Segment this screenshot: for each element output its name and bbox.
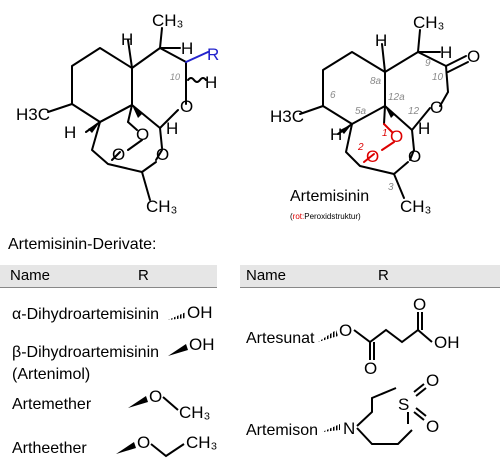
right-molecule-labels: CH₃ H H O O H3C H H O O O CH₃: [270, 13, 480, 216]
r-header: R: [378, 267, 389, 284]
oxygen-label: O: [426, 371, 439, 390]
derivative-name: Artesunat: [246, 330, 315, 347]
name-header: Name: [10, 267, 51, 284]
h-label: H: [166, 119, 178, 138]
h-label: H: [181, 39, 193, 58]
oxygen-label: O: [408, 147, 421, 166]
oxygen-label: O: [339, 321, 352, 340]
r-header: R: [138, 267, 149, 284]
methyl-label: H3C: [270, 107, 304, 126]
locant-label: 10: [432, 72, 444, 83]
ch3-label: CH₃: [400, 197, 431, 216]
h-label: H: [418, 119, 430, 138]
locant-label: 8a: [370, 76, 382, 87]
ch3-label: CH₃: [413, 13, 444, 32]
methyl-label: H3C: [16, 105, 50, 124]
h-label: H: [440, 43, 452, 62]
oxygen-label: O: [149, 387, 162, 406]
ch3-label: CH₃: [179, 403, 210, 422]
legend-red-word: rot:: [292, 212, 305, 221]
derivative-name: Artheether: [12, 440, 87, 457]
color-legend-note: (rot:Peroxidstruktur): [290, 212, 361, 221]
locant-label: 5a: [355, 106, 367, 117]
oxygen-label: O: [136, 125, 149, 144]
oxygen-label: O: [364, 359, 377, 378]
derivative-name: Artemison: [246, 422, 319, 439]
artesunate-labels: O O O OH: [339, 295, 460, 378]
oxygen-label: O: [112, 145, 125, 164]
locant-label: 6: [330, 90, 336, 101]
oxygen-label: O: [390, 127, 403, 146]
oxygen-label: O: [137, 433, 150, 452]
ch3-label: CH₃: [186, 433, 217, 452]
artemisone-group: [322, 383, 427, 445]
derivative-name: α-Dihydroartemisinin: [12, 306, 160, 323]
oxygen-label: O: [430, 98, 443, 117]
legend-text: Peroxidstruktur: [304, 212, 359, 221]
oxygen-label: O: [180, 97, 193, 116]
locant-label: 12a: [388, 92, 405, 103]
oh-label: OH: [434, 333, 460, 352]
h-label: H: [330, 125, 342, 144]
artemisone-labels: N S O O: [343, 371, 439, 438]
nitrogen-label: N: [343, 419, 355, 438]
locant-label: 2: [357, 142, 364, 153]
oh-label: OH: [189, 335, 215, 354]
h-label: H: [205, 73, 217, 92]
h-label: H: [375, 31, 387, 50]
name-header: Name: [246, 267, 287, 284]
oxygen-label: O: [426, 417, 439, 436]
right-molecule-locants: 9 8a 10 6 5a 12a 12 1 2 3: [330, 58, 444, 193]
ch3-label: CH₃: [146, 197, 177, 216]
locant-label: 9: [425, 58, 431, 69]
left-table-header: Name R: [0, 265, 217, 288]
derivative-name: β-Dihydroartemisinin: [12, 344, 160, 361]
h-label: H: [64, 123, 76, 142]
section-title: Artemisinin-Derivate:: [8, 236, 157, 253]
methoxy-group: O CH₃: [128, 387, 210, 422]
oxygen-label: O: [413, 295, 426, 314]
locant-label: 10: [170, 72, 180, 82]
derivative-name: Artemether: [12, 396, 92, 413]
oh-label: OH: [187, 303, 213, 322]
artesunate-group: [318, 312, 433, 360]
left-molecule-labels: H CH₃ H R 10 H O H3C H O O H O CH₃: [16, 11, 219, 216]
locant-label: 12: [408, 106, 420, 117]
derivative-alias: (Artenimol): [12, 366, 91, 383]
alpha-oh-group: OH: [168, 303, 213, 322]
molecule-name: Artemisinin: [290, 188, 370, 205]
sulfur-label: S: [398, 395, 409, 414]
ch3-label: CH₃: [152, 11, 183, 30]
beta-oh-group: OH: [168, 335, 215, 356]
h-label: H: [121, 30, 133, 49]
right-table-header: Name R: [240, 265, 500, 288]
r-group-label: R: [207, 45, 219, 64]
locant-label: 1: [382, 128, 388, 139]
ethoxy-group: O CH₃: [116, 433, 217, 458]
oxygen-label: O: [467, 47, 480, 66]
locant-label: 3: [388, 182, 394, 193]
oxygen-label: O: [366, 147, 379, 166]
oxygen-label: O: [156, 145, 169, 164]
